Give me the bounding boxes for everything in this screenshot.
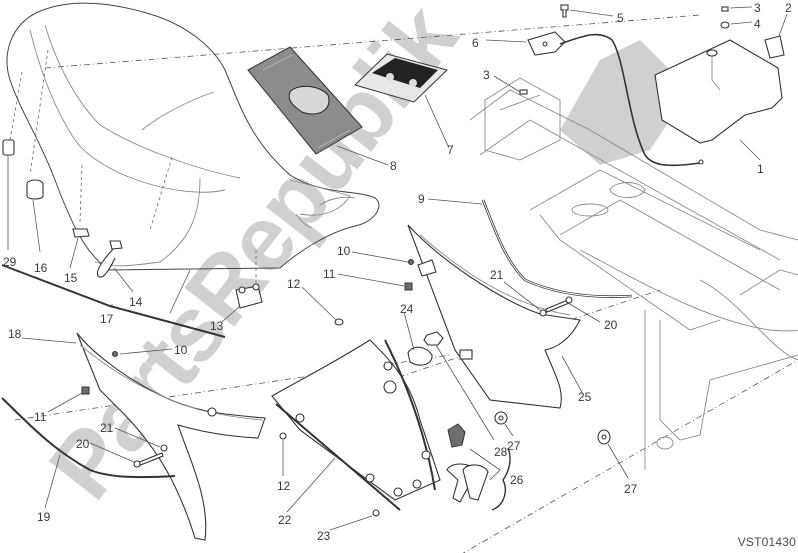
part-9-trim-strip — [427, 198, 633, 298]
part-3-screw — [493, 75, 528, 95]
part-17-brace — [1, 264, 226, 338]
part-2-cap — [764, 13, 788, 59]
callout-3[interactable]: 3 — [754, 1, 761, 15]
callout-11[interactable]: 11 — [323, 267, 336, 281]
part-26-lock-set — [446, 423, 511, 511]
callout-8[interactable]: 8 — [390, 159, 397, 173]
callout-19[interactable]: 19 — [37, 510, 51, 524]
part-11-left-clip — [47, 386, 90, 413]
part-10-left-nut — [112, 348, 173, 357]
part-14-hook — [96, 240, 134, 293]
diagram-reference-code: VST01430 — [737, 535, 796, 549]
part-27-grommet — [494, 411, 514, 437]
callout-10[interactable]: 10 — [337, 244, 351, 258]
part-7-owner-manual — [354, 53, 450, 149]
part-20-bolt — [545, 296, 601, 323]
callout-13[interactable]: 13 — [210, 319, 224, 333]
part-23-screw — [329, 509, 380, 531]
part-8-ducati-pouch — [247, 46, 389, 166]
callout-17[interactable]: 17 — [100, 312, 114, 326]
part-25-side-panel — [407, 224, 584, 409]
part-24-lock-bracket — [383, 311, 433, 394]
part-12-lower-nut — [279, 432, 287, 476]
callout-22[interactable]: 22 — [278, 513, 292, 527]
callout-16[interactable]: 16 — [34, 261, 48, 275]
part-21-washer — [503, 281, 547, 317]
rear-subframe — [469, 77, 798, 470]
part-3-top-screw — [721, 6, 753, 12]
part-28-nut — [423, 331, 495, 441]
callout-5[interactable]: 5 — [617, 11, 624, 25]
part-5-screw — [560, 4, 614, 18]
callout-29[interactable]: 29 — [3, 255, 17, 269]
callout-12[interactable]: 12 — [287, 277, 301, 291]
callout-3b[interactable]: 3 — [483, 68, 490, 82]
callout-21b[interactable]: 21 — [100, 421, 114, 435]
callout-4[interactable]: 4 — [754, 17, 761, 31]
part-6-seat-lock — [485, 31, 704, 167]
callout-11b[interactable]: 11 — [34, 410, 47, 424]
callout-21[interactable]: 21 — [490, 268, 504, 282]
callout-14[interactable]: 14 — [129, 295, 143, 309]
callout-10b[interactable]: 10 — [174, 343, 188, 357]
callout-12b[interactable]: 12 — [277, 479, 291, 493]
callout-27[interactable]: 27 — [507, 439, 521, 453]
callout-6[interactable]: 6 — [472, 36, 479, 50]
part-29-bumper — [2, 139, 15, 250]
callout-23[interactable]: 23 — [317, 529, 331, 543]
part-12-nut — [301, 286, 344, 326]
part-1-tray — [654, 39, 783, 161]
part-15-clip — [69, 228, 90, 269]
callout-18[interactable]: 18 — [8, 327, 22, 341]
callout-2[interactable]: 2 — [785, 1, 792, 15]
part-18-left-cover — [21, 332, 266, 541]
part-10-nut — [351, 251, 414, 265]
part-4-washer — [720, 21, 753, 29]
part-27-grommet-right — [597, 429, 629, 479]
part-11-clip — [337, 273, 413, 291]
callout-1[interactable]: 1 — [757, 162, 764, 176]
callout-26[interactable]: 26 — [510, 473, 524, 487]
part-16-spacer — [26, 179, 44, 253]
callout-15[interactable]: 15 — [64, 271, 78, 285]
part-21-left-washer — [114, 427, 168, 452]
part-19-trim — [1, 397, 176, 509]
callout-25[interactable]: 25 — [578, 390, 592, 404]
part-11-bracket — [417, 259, 437, 277]
part-13-bracket — [221, 283, 263, 323]
callout-20[interactable]: 20 — [604, 318, 618, 332]
callout-28[interactable]: 28 — [494, 445, 508, 459]
callout-24[interactable]: 24 — [400, 302, 414, 316]
callout-20b[interactable]: 20 — [76, 437, 90, 451]
seat — [6, 2, 380, 271]
callout-27b[interactable]: 27 — [624, 482, 638, 496]
callout-7[interactable]: 7 — [447, 143, 454, 157]
callout-9[interactable]: 9 — [418, 192, 425, 206]
part-20-left-bolt — [89, 442, 164, 468]
part-22-tail-panel — [271, 339, 441, 513]
